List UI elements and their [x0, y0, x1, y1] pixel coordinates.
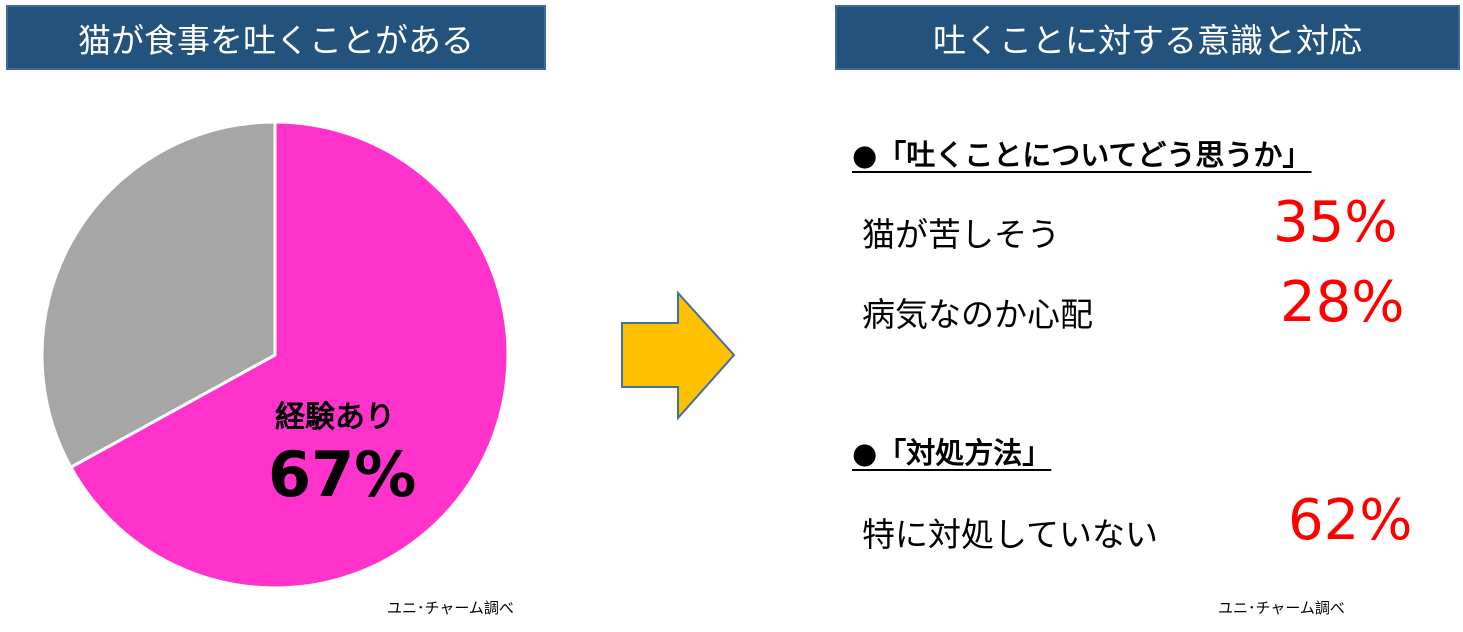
section-heading-action: ●「対処方法」 — [852, 436, 1052, 470]
section-heading-opinion: ●「吐くことについてどう思うか」 — [852, 138, 1312, 172]
right-title: 吐くことに対する意識と対応 — [835, 5, 1460, 70]
pie-slice-1 — [40, 120, 277, 470]
left-title: 猫が食事を吐くことがある — [6, 5, 546, 70]
item-value: 28% — [1280, 270, 1405, 335]
item-label: 病気なのか心配 — [862, 295, 1093, 334]
source-right: ユニ･チャーム調べ — [1218, 599, 1345, 617]
pie-slice-0 — [68, 120, 510, 590]
item-label: 特に対処していない — [862, 515, 1159, 554]
item-label: 猫が苦しそう — [862, 215, 1060, 254]
item-value: 35% — [1273, 190, 1398, 255]
pie-label: 経験あり — [275, 400, 395, 435]
pie-value: 67% — [268, 438, 417, 511]
item-value: 62% — [1288, 488, 1413, 553]
source-left: ユニ･チャーム調べ — [387, 599, 514, 617]
arrow-right-icon — [621, 290, 736, 421]
